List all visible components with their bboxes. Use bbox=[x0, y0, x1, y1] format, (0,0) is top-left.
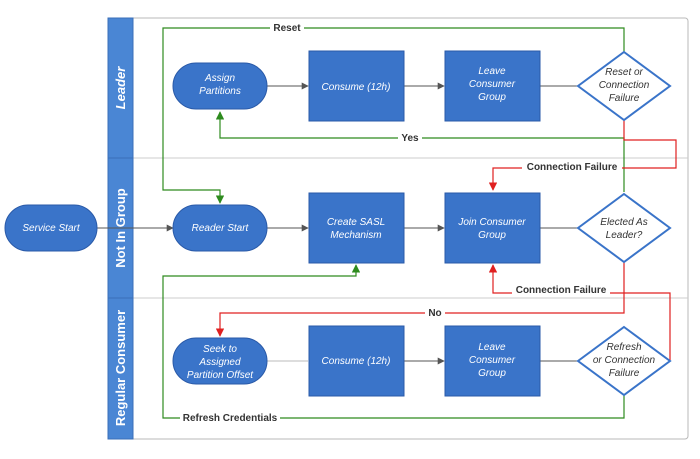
decision-reset-line-3: Failure bbox=[609, 93, 640, 104]
node-join-group-line-2: Group bbox=[478, 230, 506, 241]
node-service-start-label: Service Start bbox=[22, 223, 80, 234]
node-assign-partitions: Assign Partitions bbox=[172, 62, 268, 110]
node-leave-group-regular-line-3: Group bbox=[478, 368, 506, 379]
node-leave-group-leader: Leave Consumer Group bbox=[444, 50, 541, 122]
node-assign-partitions-line-1: Assign bbox=[204, 73, 235, 84]
decision-refresh: Refresh or Connection Failure bbox=[576, 325, 672, 397]
node-leave-group-leader-line-2: Consumer bbox=[469, 79, 516, 90]
node-reader-start-label: Reader Start bbox=[192, 223, 250, 234]
decision-refresh-line-1: Refresh bbox=[606, 342, 641, 353]
decision-reset: Reset or Connection Failure bbox=[576, 50, 672, 122]
node-leave-group-regular: Leave Consumer Group bbox=[444, 325, 541, 397]
node-consume-leader: Consume (12h) bbox=[308, 50, 405, 122]
node-leave-group-regular-line-2: Consumer bbox=[469, 355, 516, 366]
label-connection-failure-top: Connection Failure bbox=[527, 162, 618, 173]
node-create-sasl-line-1: Create SASL bbox=[327, 217, 385, 228]
edge-refresh-credentials bbox=[162, 264, 625, 419]
decision-elected-line-1: Elected As bbox=[600, 217, 647, 228]
node-seek-offset-line-2: Assigned bbox=[198, 357, 241, 368]
node-create-sasl-line-2: Mechanism bbox=[330, 230, 381, 241]
label-reset: Reset bbox=[273, 23, 301, 34]
edge-labels: Reset Yes Connection Failure Connection … bbox=[180, 22, 622, 424]
node-seek-offset-line-3: Partition Offset bbox=[187, 370, 254, 381]
decision-refresh-line-3: Failure bbox=[609, 368, 640, 379]
decision-reset-line-1: Reset or bbox=[605, 67, 643, 78]
node-join-group-line-1: Join Consumer bbox=[457, 217, 526, 228]
decision-reset-line-2: Connection bbox=[599, 80, 650, 91]
node-service-start: Service Start bbox=[4, 204, 98, 252]
node-consume-regular-label: Consume (12h) bbox=[322, 356, 391, 367]
label-yes: Yes bbox=[401, 133, 419, 144]
edge-connection-failure-top bbox=[488, 120, 677, 191]
lane-header-leader: Leader bbox=[107, 17, 134, 159]
node-seek-offset: Seek to Assigned Partition Offset bbox=[172, 337, 268, 385]
lane-label-leader: Leader bbox=[113, 66, 128, 110]
node-assign-partitions-line-2: Partitions bbox=[199, 86, 241, 97]
node-consume-leader-label: Consume (12h) bbox=[322, 82, 391, 93]
edge-reset bbox=[162, 27, 625, 204]
node-join-group: Join Consumer Group bbox=[444, 192, 541, 264]
lane-header-regular-consumer: Regular Consumer bbox=[107, 297, 134, 440]
lane-label-regular-consumer: Regular Consumer bbox=[113, 310, 128, 426]
node-leave-group-leader-line-3: Group bbox=[478, 92, 506, 103]
label-refresh-credentials: Refresh Credentials bbox=[183, 413, 278, 424]
node-leave-group-regular-line-1: Leave bbox=[478, 342, 506, 353]
decision-elected-line-2: Leader? bbox=[606, 230, 643, 241]
node-seek-offset-line-1: Seek to bbox=[203, 344, 237, 355]
node-create-sasl: Create SASL Mechanism bbox=[308, 192, 405, 264]
node-reader-start: Reader Start bbox=[172, 204, 268, 252]
node-leave-group-leader-line-1: Leave bbox=[478, 66, 506, 77]
node-consume-regular: Consume (12h) bbox=[308, 325, 405, 397]
decision-elected: Elected As Leader? bbox=[576, 192, 672, 264]
label-no: No bbox=[428, 308, 441, 319]
edge-no bbox=[215, 262, 625, 337]
label-connection-failure-mid: Connection Failure bbox=[516, 285, 607, 296]
decision-refresh-line-2: or Connection bbox=[593, 355, 656, 366]
edges-grey bbox=[97, 82, 578, 365]
